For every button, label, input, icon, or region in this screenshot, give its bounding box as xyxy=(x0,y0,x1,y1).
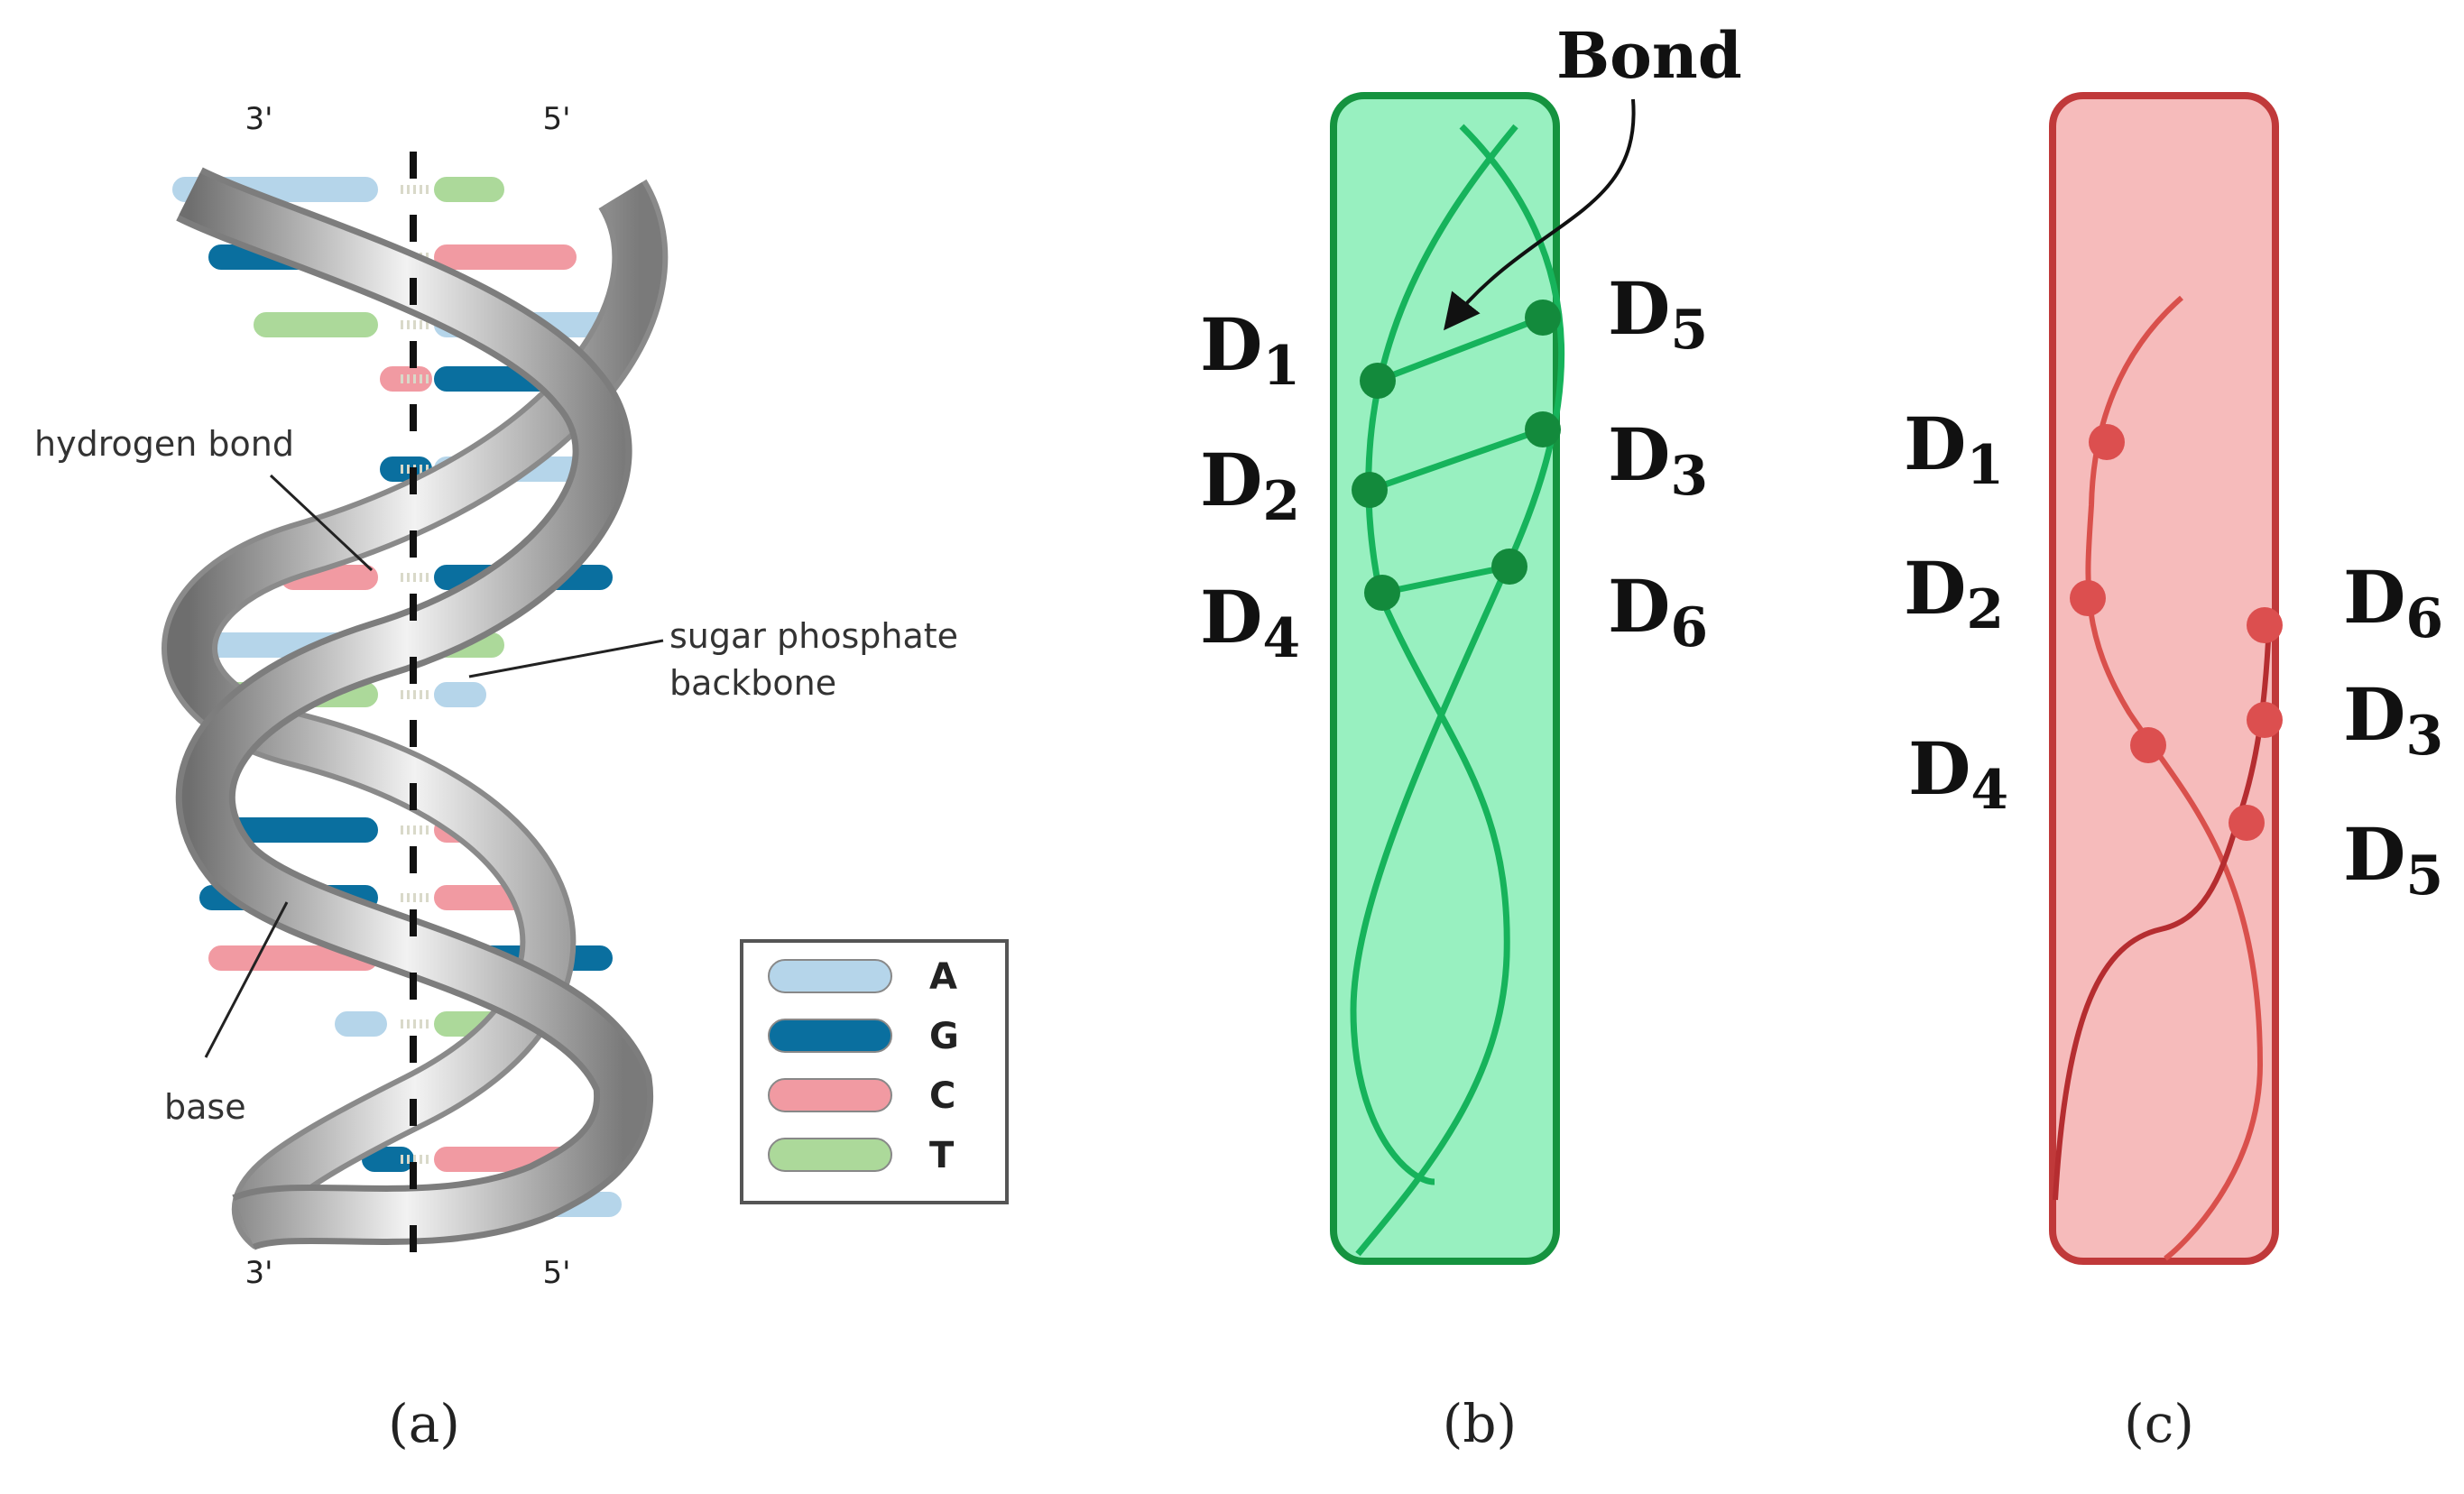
strand-b-2 xyxy=(1355,124,1518,1257)
label-b-right-d3: D3 xyxy=(1608,412,1708,508)
node-c-d5 xyxy=(2229,805,2265,841)
node-b-d4 xyxy=(1364,575,1400,611)
panel-c-nodes xyxy=(2070,424,2283,841)
bond-b-1 xyxy=(1376,314,1545,384)
strand-end-top-right: 5' xyxy=(543,101,571,137)
legend-label-g: G xyxy=(929,1016,959,1057)
base-pair-left xyxy=(378,364,434,393)
label-b-left-d4: D4 xyxy=(1200,575,1300,670)
bond-arrow xyxy=(1444,98,1636,331)
node-c-d2 xyxy=(2070,580,2106,616)
label-sugar-phosphate: sugar phosphate xyxy=(669,616,958,656)
legend-swatch-c xyxy=(768,1078,892,1112)
label-backbone: backbone xyxy=(669,663,836,703)
node-c-d4 xyxy=(2130,727,2166,763)
strand-end-bottom-right: 5' xyxy=(543,1255,571,1291)
base-pair-right xyxy=(432,175,506,204)
legend-label-c: C xyxy=(929,1075,955,1117)
node-b-d6 xyxy=(1491,549,1527,585)
panel-c-box xyxy=(2049,92,2279,1265)
node-b-d5 xyxy=(1525,300,1561,336)
base-pair-left xyxy=(252,310,380,339)
node-b-d3 xyxy=(1525,411,1561,447)
label-c-left-d1: D1 xyxy=(1904,401,2004,497)
panel-a-dna-double-helix: 3' 5' 3' 5' hydrogen bond sugar phosphat… xyxy=(34,101,1009,1454)
label-b-left-d1: D1 xyxy=(1200,302,1300,398)
node-c-d6 xyxy=(2247,607,2283,643)
legend-swatch-a xyxy=(768,959,892,993)
node-b-d2 xyxy=(1352,472,1388,508)
label-b-right-d6: D6 xyxy=(1608,564,1708,659)
label-hydrogen-bond: hydrogen bond xyxy=(34,424,294,464)
pointer-base xyxy=(204,901,289,1058)
label-c-right-d5: D5 xyxy=(2343,812,2443,908)
base-pair-left xyxy=(333,1010,389,1038)
node-c-d1 xyxy=(2089,424,2125,460)
base-pair-right xyxy=(432,243,578,272)
label-c-left-d4: D4 xyxy=(1908,726,2008,822)
node-c-d3 xyxy=(2247,702,2283,738)
panel-b-nodes xyxy=(1352,300,1561,611)
label-c-left-d2: D2 xyxy=(1904,546,2004,641)
caption-c: (c) xyxy=(2124,1393,2194,1454)
strand-end-bottom-left: 3' xyxy=(245,1255,273,1291)
base-pair-right xyxy=(432,680,488,709)
legend-swatch-g xyxy=(768,1019,892,1053)
legend-label-t: T xyxy=(929,1135,955,1176)
label-c-right-d3: D3 xyxy=(2343,672,2443,768)
bond-b-3 xyxy=(1381,563,1510,596)
node-b-d1 xyxy=(1360,363,1396,399)
caption-a: (a) xyxy=(388,1393,460,1454)
label-b-right-d5: D5 xyxy=(1608,266,1708,362)
panel-b-box xyxy=(1330,92,1560,1265)
legend-swatch-t xyxy=(768,1138,892,1172)
caption-b: (b) xyxy=(1443,1393,1517,1454)
label-c-right-d6: D6 xyxy=(2343,555,2443,650)
pointer-hydrogen-bond xyxy=(269,474,374,572)
bond-label: Bond xyxy=(1556,18,1742,93)
pointer-sugar-phosphate xyxy=(468,639,664,678)
label-base: base xyxy=(164,1087,246,1127)
strand-end-top-left: 3' xyxy=(245,101,273,137)
label-b-left-d2: D2 xyxy=(1200,438,1300,533)
bond-b-2 xyxy=(1368,426,1545,493)
legend-label-a: A xyxy=(929,956,957,998)
